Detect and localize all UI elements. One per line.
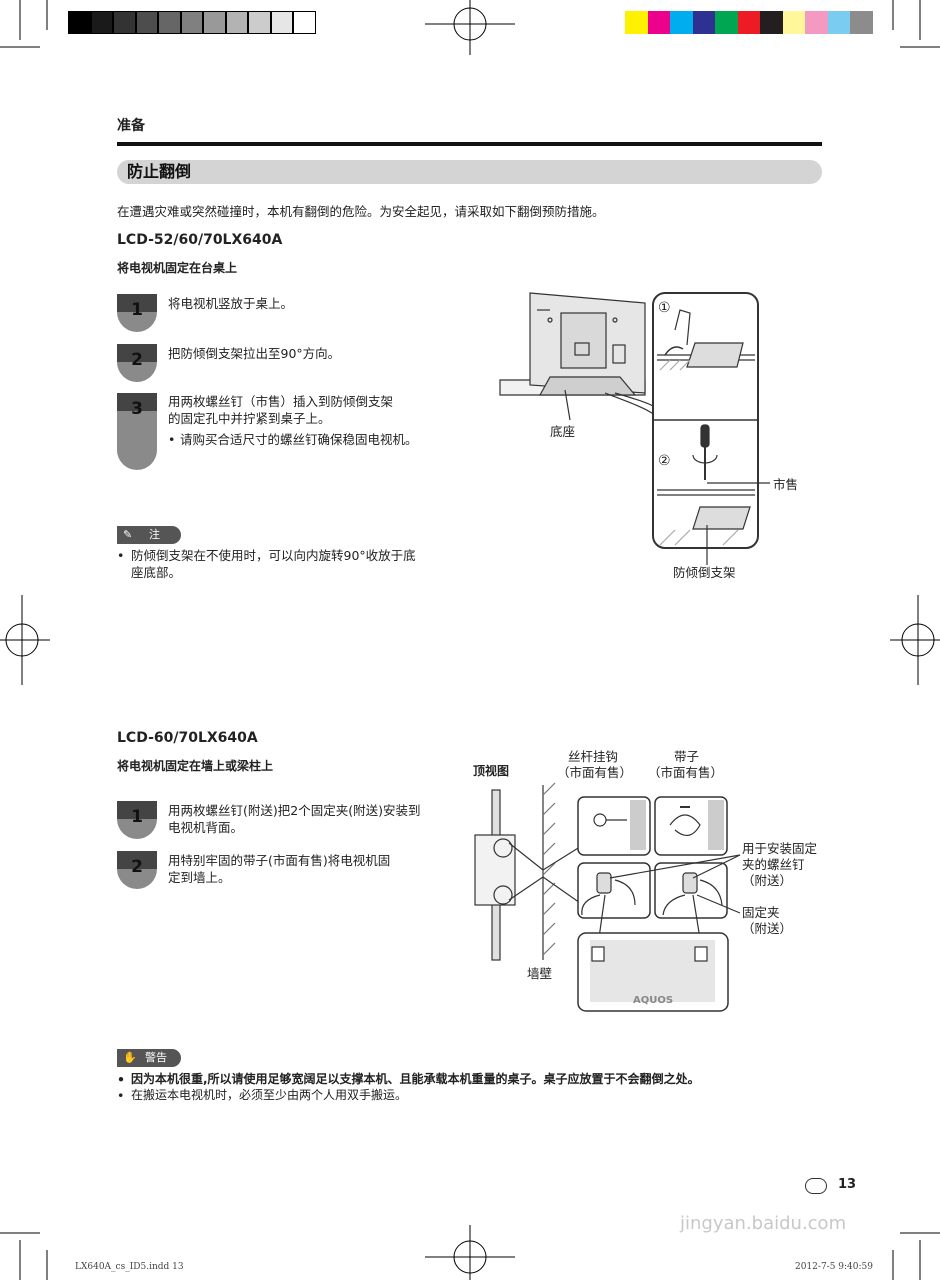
screw-label-1: 用于安装固定 bbox=[742, 841, 817, 856]
color-swatch bbox=[625, 11, 648, 34]
gray-swatch bbox=[68, 11, 91, 34]
gray-swatch bbox=[180, 11, 203, 34]
gray-swatch bbox=[225, 11, 248, 34]
gray-swatch bbox=[90, 11, 113, 34]
page-number: 13 bbox=[838, 1177, 857, 1192]
warning-bullet-1-mark: • bbox=[117, 1072, 125, 1087]
title-bar bbox=[117, 160, 822, 184]
step-2-badge bbox=[117, 344, 157, 382]
footer-file: LX640A_cs_ID5.indd 13 bbox=[75, 1262, 184, 1272]
gray-swatch bbox=[113, 11, 136, 34]
model-heading-1: LCD-52/60/70LX640A bbox=[117, 232, 283, 248]
part2-step-2-badge bbox=[117, 851, 157, 889]
part2-step-2-line2: 定到墙上。 bbox=[168, 870, 231, 885]
footer-date: 2012-7-5 9:40:59 bbox=[795, 1262, 873, 1272]
hook-label-1: 丝杆挂钩 bbox=[568, 749, 618, 764]
header-rule bbox=[117, 142, 822, 146]
gray-swatch bbox=[135, 11, 158, 34]
color-swatch bbox=[737, 11, 760, 34]
part2-step-2-line1: 用特别牢固的带子(市面有售)将电视机固 bbox=[168, 853, 391, 868]
note-badge: ✎ 注 bbox=[117, 526, 181, 544]
part2-step-1-line1: 用两枚螺丝钉(附送)把2个固定夹(附送)安装到 bbox=[168, 803, 421, 818]
color-swatch bbox=[782, 11, 805, 34]
note-label: 注 bbox=[149, 528, 160, 541]
top-view-label: 顶视图 bbox=[473, 763, 509, 778]
warning-item-2: 在搬运本电视机时，必须至少由两个人用双手搬运。 bbox=[131, 1088, 408, 1102]
step-3-bullet-mark: • bbox=[168, 432, 176, 447]
step-1-text: 将电视机竖放于桌上。 bbox=[168, 296, 294, 311]
color-swatch bbox=[715, 11, 738, 34]
step-2-text: 把防倾倒支架拉出至90°方向。 bbox=[168, 346, 341, 361]
hand-icon: ✋ bbox=[123, 1051, 137, 1064]
watermark-text: jingyan.baidu.com bbox=[680, 1213, 847, 1234]
screw-label-2: 夹的螺丝钉 bbox=[742, 857, 805, 872]
color-swatch bbox=[805, 11, 828, 34]
bracket-label: 防倾倒支架 bbox=[673, 565, 736, 580]
gray-swatch bbox=[158, 11, 181, 34]
gray-swatch bbox=[248, 11, 271, 34]
strap-label-2: （市面有售） bbox=[648, 765, 723, 780]
color-swatch bbox=[692, 11, 715, 34]
screw-label-3: （附送） bbox=[742, 873, 792, 888]
circle-2-label: ② bbox=[658, 453, 671, 469]
tv-stand-figure: ① ② 底座 市售 防倾倒支架 bbox=[499, 292, 798, 580]
color-swatch bbox=[670, 11, 693, 34]
color-swatch bbox=[827, 11, 850, 34]
model-heading-2: LCD-60/70LX640A bbox=[117, 730, 258, 746]
step-3-line2: 的固定孔中并拧紧到桌子上。 bbox=[168, 411, 331, 426]
page-title: 防止翻倒 bbox=[127, 162, 192, 181]
color-swatch bbox=[647, 11, 670, 34]
clip-label-1: 固定夹 bbox=[742, 905, 780, 920]
step-3-bullet: 请购买合适尺寸的螺丝钉确保稳固电视机。 bbox=[180, 432, 418, 447]
subtitle-1: 将电视机固定在台桌上 bbox=[117, 261, 238, 275]
subtitle-2: 将电视机固定在墙上或梁柱上 bbox=[117, 759, 274, 773]
part2-step-1-badge bbox=[117, 801, 157, 839]
strap-label-1: 带子 bbox=[674, 749, 699, 764]
intro-text: 在遭遇灾难或突然碰撞时，本机有翻倒的危险。为安全起见，请采取如下翻倒预防措施。 bbox=[117, 204, 605, 219]
part2-step-1-line2: 电视机背面。 bbox=[168, 820, 244, 835]
section-header: 准备 bbox=[117, 118, 145, 134]
step-3-badge bbox=[117, 393, 157, 470]
gray-swatch bbox=[293, 11, 316, 34]
part2-step-2-number: 2 bbox=[131, 857, 143, 877]
step-1-badge bbox=[117, 294, 157, 332]
wall-label: 墙壁 bbox=[527, 966, 552, 981]
base-label: 底座 bbox=[550, 424, 575, 439]
step-2-number: 2 bbox=[131, 350, 143, 370]
step-3-number: 3 bbox=[131, 399, 143, 419]
circle-1-label: ① bbox=[658, 300, 671, 316]
color-swatch bbox=[760, 11, 783, 34]
warning-bullet-2-mark: • bbox=[117, 1088, 125, 1103]
language-badge-icon bbox=[805, 1178, 827, 1194]
color-swatch bbox=[850, 11, 873, 34]
part2-step-1-number: 1 bbox=[131, 807, 143, 827]
warning-item-1: 因为本机很重,所以请使用足够宽阔足以支撑本机、且能承载本机重量的桌子。桌子应放置… bbox=[131, 1072, 700, 1086]
market-label: 市售 bbox=[773, 477, 798, 492]
note-bullet-mark: • bbox=[117, 548, 125, 563]
gray-swatch bbox=[203, 11, 226, 34]
step-3-line1: 用两枚螺丝钉（市售）插入到防倾倒支架 bbox=[168, 394, 394, 409]
gray-swatch bbox=[270, 11, 293, 34]
wall-mount-figure: 顶视图 丝杆挂钩 （市面有售） 带子 （市面有售） 用于安装固定 夹的螺丝钉 （… bbox=[473, 749, 817, 1012]
note-pen-icon: ✎ bbox=[123, 528, 133, 541]
warning-badge: ✋ 警告 bbox=[117, 1049, 181, 1067]
note-line-2: 座底部。 bbox=[131, 565, 182, 580]
note-line-1: 防倾倒支架在不使用时，可以向内旋转90°收放于底 bbox=[131, 548, 416, 563]
warning-label: 警告 bbox=[145, 1051, 167, 1064]
step-1-number: 1 bbox=[131, 300, 143, 320]
clip-label-2: （附送） bbox=[742, 921, 792, 936]
aquos-logo: AQUOS bbox=[633, 995, 673, 1006]
hook-label-2: （市面有售） bbox=[557, 765, 632, 780]
